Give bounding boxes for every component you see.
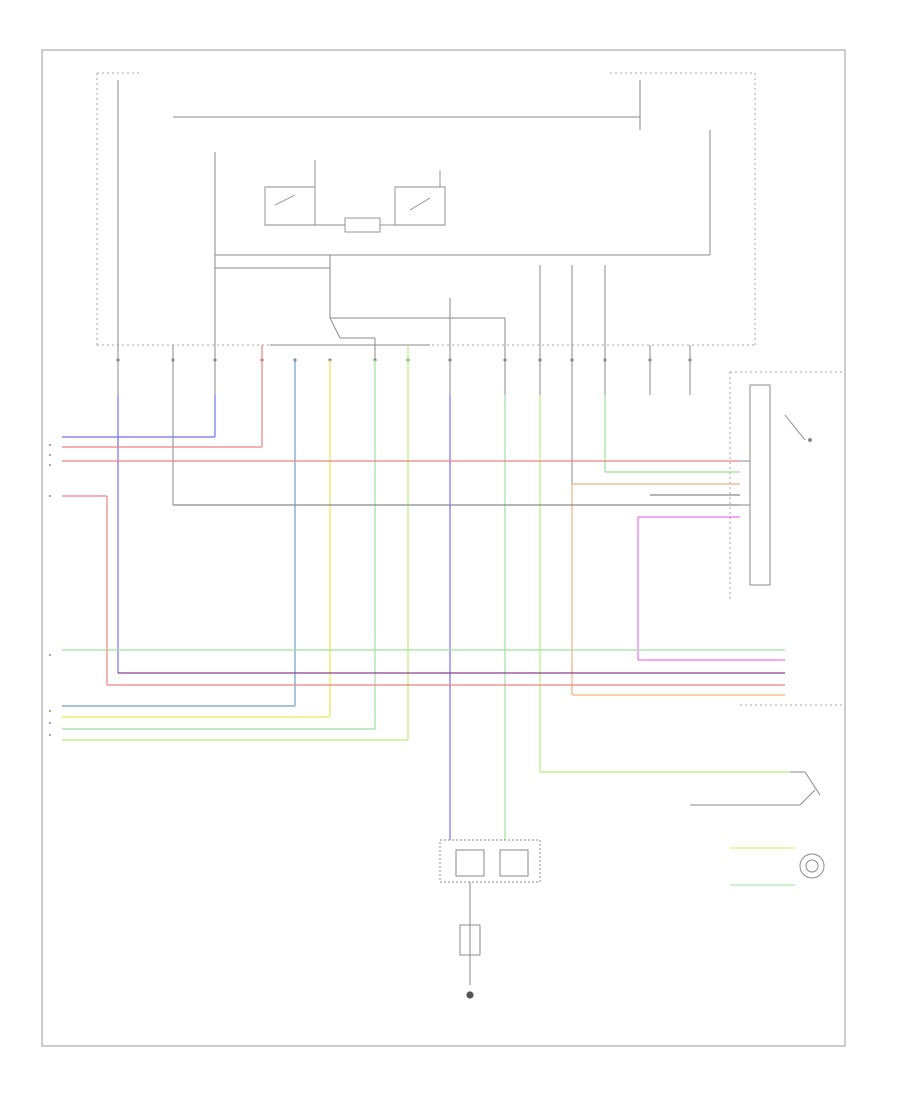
ground-icon <box>466 991 474 999</box>
motor-icon <box>439 839 541 985</box>
fuse-feed-wires <box>117 80 711 395</box>
wire-end-markers <box>49 444 51 736</box>
vertical-wires <box>117 345 639 840</box>
connector-stubs <box>172 265 691 505</box>
lamp-icon <box>730 847 825 886</box>
power-distribution-box <box>96 72 843 706</box>
horizontal-wires <box>62 436 790 773</box>
door-switch-icon <box>690 771 821 806</box>
diagram-frame <box>41 49 846 1047</box>
switch-icon <box>740 384 812 586</box>
relay-icon <box>264 160 446 233</box>
